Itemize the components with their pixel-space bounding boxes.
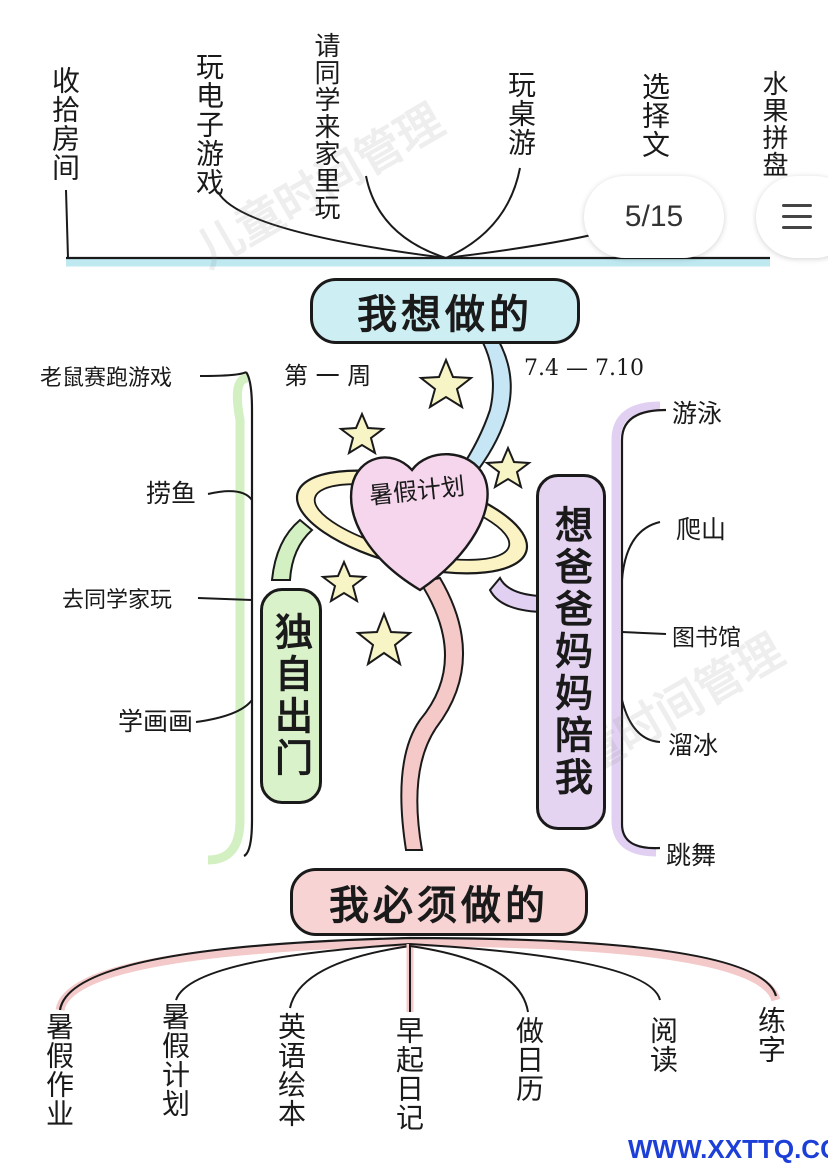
right-branch-lines: [611, 401, 667, 857]
right-item: 爬山: [676, 515, 727, 544]
category-want-to-do-label: 我想做的: [357, 292, 533, 338]
top-item: 水果拼盘: [758, 70, 788, 178]
center-ribbons: [270, 329, 541, 851]
star-icon: [418, 357, 474, 410]
category-want-to-do: 我想做的: [310, 278, 580, 344]
right-item: 跳舞: [666, 841, 717, 870]
bottom-item: 早起日记: [392, 1016, 425, 1132]
category-must-do-label: 我必须做的: [329, 883, 549, 929]
page-counter-badge[interactable]: 5/15: [584, 176, 724, 258]
star-icon: [320, 559, 368, 604]
week-label: 第 一 周: [284, 362, 372, 390]
right-item: 图书馆: [672, 625, 741, 651]
right-item: 溜冰: [668, 731, 719, 760]
top-item: 选择文…: [638, 72, 671, 193]
page-counter-text: 5/15: [624, 200, 684, 233]
bottom-item: 英语绘本: [274, 1012, 307, 1128]
heart-icon: [349, 453, 489, 592]
top-item: 玩桌游: [504, 70, 537, 157]
top-item: 请同学来家里玩: [310, 32, 340, 221]
left-item: 捞鱼: [146, 479, 197, 508]
bottom-item: 暑假计划: [158, 1002, 191, 1118]
star-icon: [355, 611, 413, 667]
category-go-out-alone: 独自出门: [260, 588, 322, 804]
category-must-do: 我必须做的: [290, 868, 588, 936]
menu-button[interactable]: [756, 176, 828, 258]
left-branch-lines: [195, 371, 254, 865]
star-icon: [484, 445, 532, 490]
top-item: 收拾房间: [48, 66, 81, 182]
category-go-out-alone-label: 独自出门: [268, 612, 313, 780]
bottom-item: 暑假作业: [42, 1012, 75, 1128]
site-url: WWW.XXTTQ.COM: [628, 1134, 828, 1164]
top-item: 玩电子游戏: [192, 52, 225, 197]
top-branch-lines: [65, 167, 770, 267]
week-date-range: 7.4 — 7.10: [524, 356, 644, 381]
bottom-item: 练字: [754, 1006, 787, 1064]
left-item: 去同学家玩: [62, 588, 173, 613]
bottom-item: 做日历: [512, 1016, 545, 1103]
star-icon: [338, 411, 386, 456]
left-item: 老鼠赛跑游戏: [40, 366, 173, 391]
category-with-parents: 想爸爸妈妈陪我: [536, 474, 606, 830]
category-with-parents-label: 想爸爸妈妈陪我: [548, 505, 593, 799]
right-item: 游泳: [672, 399, 723, 428]
left-item: 学画画: [118, 707, 194, 736]
bottom-branch-lines: [55, 936, 781, 1013]
bottom-item: 阅读: [646, 1016, 679, 1074]
